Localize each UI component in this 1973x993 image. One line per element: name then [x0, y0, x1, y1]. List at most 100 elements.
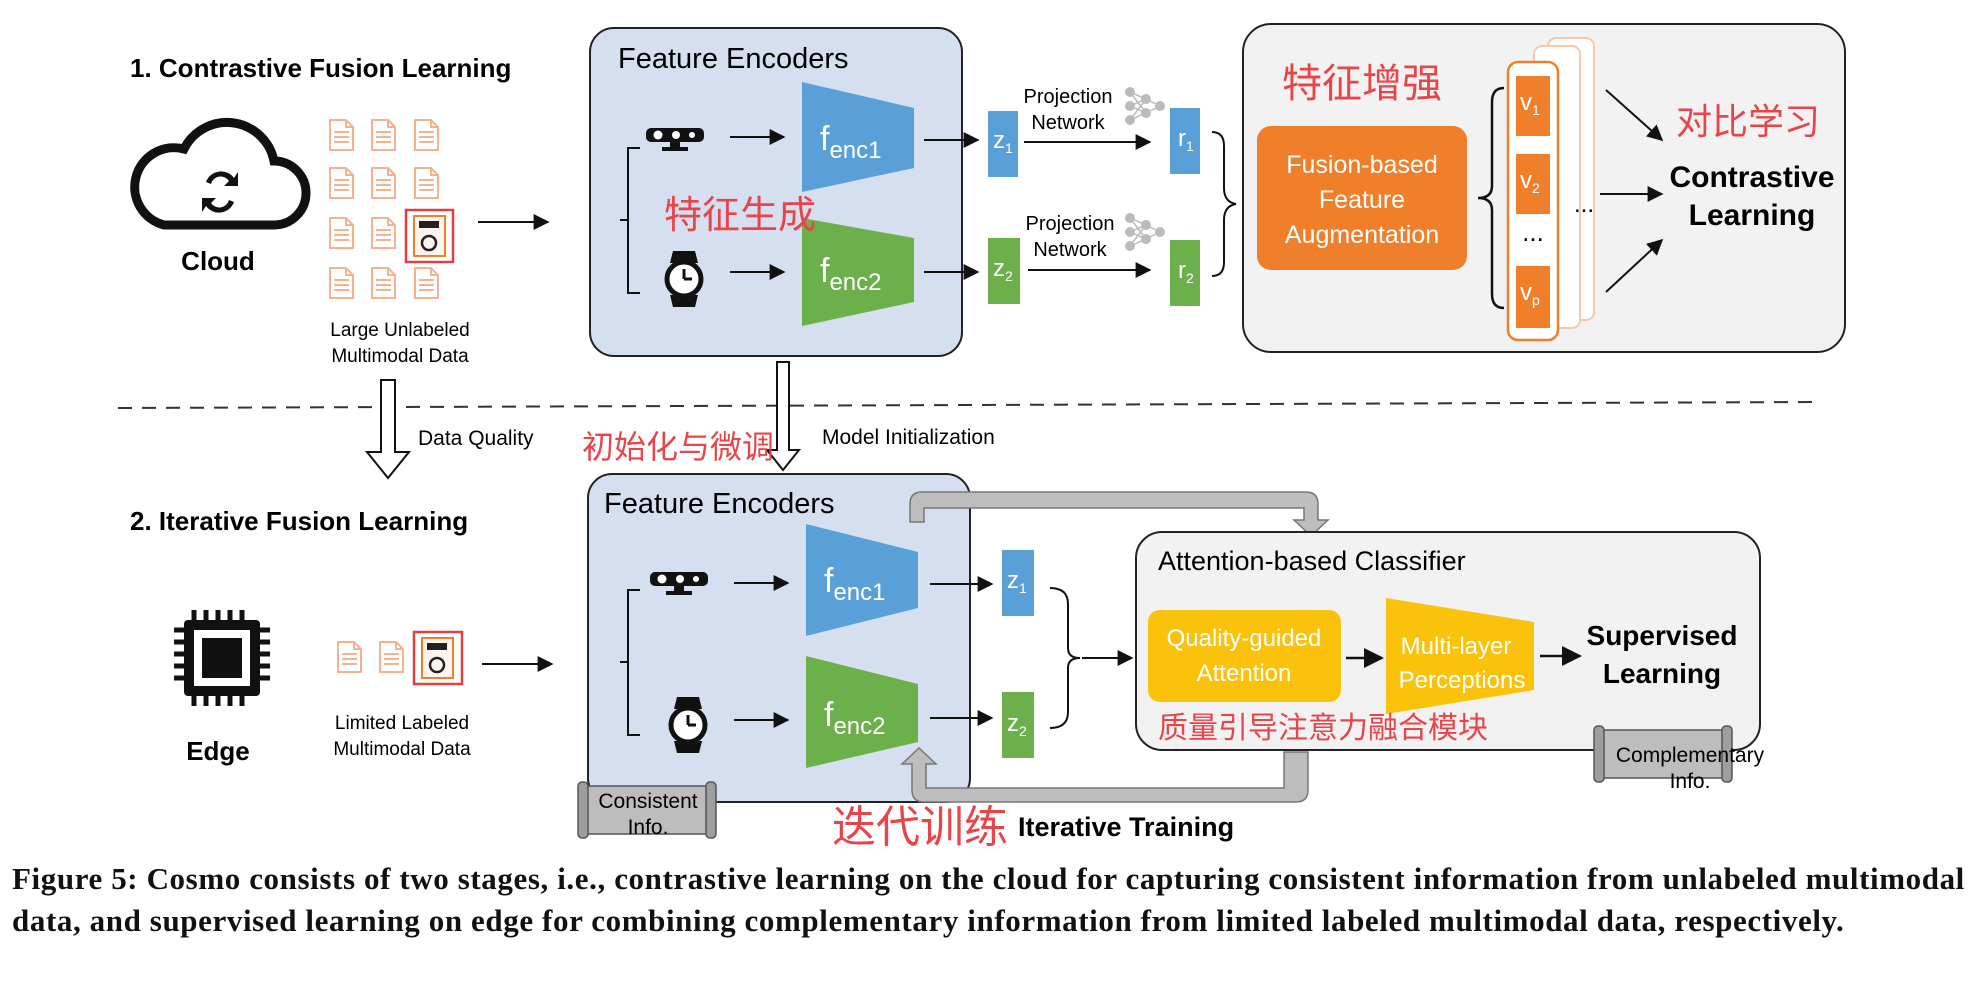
encoder-2-label: fenc2 — [820, 252, 882, 296]
r1-sub: 1 — [1186, 138, 1194, 154]
mlp-line2: Perceptions — [1399, 667, 1526, 694]
top-loop-arrow — [909, 491, 1330, 538]
zh-init: 初始化与微调 — [582, 428, 774, 466]
network-icon-1 — [1124, 86, 1166, 126]
consistent-info-line2: Info. — [628, 816, 669, 839]
unlabeled-data-icon — [329, 119, 455, 299]
encoder-4-sub: enc2 — [833, 713, 885, 740]
v1-label: v1 — [1520, 89, 1540, 118]
projection-2-line2: Network — [1033, 239, 1107, 261]
stage2-title: 2. Iterative Fusion Learning — [130, 506, 468, 536]
zh-quality-fusion: 质量引导注意力融合模块 — [1158, 711, 1488, 746]
encoder-1-shape — [802, 82, 914, 192]
z-brace-2 — [1049, 587, 1081, 729]
encoders-panel-1 — [589, 27, 963, 357]
vp-sub: p — [1532, 292, 1540, 308]
encoder-1-sub: enc1 — [829, 137, 881, 164]
r2-sub: 2 — [1186, 270, 1194, 286]
encoder-3-shape — [806, 524, 918, 636]
encoders-title-2: Feature Encoders — [604, 488, 835, 520]
unlabeled-data-label-1: Large Unlabeled — [330, 320, 469, 341]
z1-main-2: z — [1007, 567, 1019, 594]
z1-label-2: z1 — [1007, 567, 1027, 596]
mlp-line1: Multi-layer — [1401, 633, 1512, 660]
data-quality-arrow — [364, 379, 412, 480]
z2-label-2: z2 — [1007, 710, 1027, 739]
cosmo-diagram: 1. Contrastive Fusion Learning Cloud Lar… — [117, 23, 1846, 853]
classifier-title: Attention-based Classifier — [1158, 546, 1466, 576]
r2-box — [1170, 240, 1200, 306]
fusion-augmentation-line1: Fusion-based — [1286, 151, 1437, 179]
z2-main: z — [993, 255, 1005, 282]
z2-box-2 — [1002, 692, 1034, 758]
complementary-info-line2: Info. — [1670, 770, 1711, 793]
watch-icon — [667, 251, 701, 307]
vp-box — [1516, 266, 1550, 328]
edge-label: Edge — [186, 736, 250, 766]
figure-caption: Figure 5: Cosmo consists of two stages, … — [12, 861, 1965, 938]
v1-sub: 1 — [1532, 102, 1540, 118]
cloud-icon — [130, 117, 311, 230]
labeled-data-label-2: Multimodal Data — [333, 739, 471, 760]
stage1-title: 1. Contrastive Fusion Learning — [130, 53, 511, 83]
encoder-2-sub: enc2 — [829, 269, 881, 296]
labeled-data-label-1: Limited Labeled — [335, 713, 469, 734]
quality-attention-line1: Quality-guided — [1167, 625, 1322, 652]
encoder-3-main: f — [824, 562, 834, 600]
projection-1-line1: Projection — [1024, 86, 1113, 108]
z1-box — [988, 111, 1018, 177]
iterative-loop-arrow — [900, 746, 1309, 803]
quality-attention-box — [1148, 610, 1341, 702]
encoder-1-label: fenc1 — [820, 120, 882, 164]
unlabeled-data-label-2: Multimodal Data — [331, 346, 469, 367]
arrow-views-contrastive-1 — [1605, 89, 1664, 142]
encoder-4-label: fenc2 — [824, 696, 886, 740]
mlp-shape — [1386, 598, 1534, 714]
z2-main-2: z — [1007, 710, 1019, 737]
r-brace — [1211, 131, 1237, 277]
fusion-augmentation-box — [1257, 126, 1467, 270]
r1-box — [1170, 108, 1200, 174]
data-quality-label: Data Quality — [418, 427, 534, 450]
complementary-info-line1: Complementary — [1616, 744, 1765, 767]
z2-label: z2 — [993, 255, 1013, 284]
encoder-1-main: f — [820, 120, 830, 158]
zh-feature-generation: 特征生成 — [664, 193, 816, 237]
v2-main: v — [1520, 167, 1532, 194]
fusion-augmentation-line2: Feature — [1319, 186, 1405, 214]
labeled-data-icon — [337, 630, 464, 686]
supervised-learning-line1: Supervised — [1587, 620, 1738, 651]
fusion-augmentation-line3: Augmentation — [1285, 221, 1439, 249]
projection-2-line1: Projection — [1026, 213, 1115, 235]
encoder-3-sub: enc1 — [833, 579, 885, 606]
augmentation-brace — [1477, 86, 1505, 310]
watch-icon-2 — [671, 697, 705, 753]
zh-contrastive: 对比学习 — [1676, 102, 1820, 143]
z2-box — [988, 238, 1020, 304]
cloud-label: Cloud — [181, 246, 255, 276]
supervised-learning-line2: Learning — [1603, 658, 1721, 689]
z2-sub: 2 — [1005, 268, 1013, 284]
stage-divider — [117, 401, 1821, 409]
consistent-info-line1: Consistent — [598, 790, 697, 813]
encoders-bracket-2 — [620, 589, 640, 736]
network-icon-2 — [1124, 212, 1166, 252]
z1-box-2 — [1002, 550, 1034, 616]
zh-feature-enhancement: 特征增强 — [1282, 61, 1442, 107]
v2-box — [1516, 154, 1550, 214]
z1-main: z — [993, 127, 1005, 154]
vp-label: vp — [1520, 279, 1540, 308]
quality-attention-line2: Attention — [1197, 660, 1292, 687]
encoders-title-1: Feature Encoders — [618, 43, 849, 75]
encoder-2-main: f — [820, 252, 830, 290]
encoder-3-label: fenc1 — [824, 562, 886, 606]
z1-label: z1 — [993, 127, 1013, 156]
model-init-arrow — [764, 361, 802, 472]
v2-sub: 2 — [1532, 180, 1540, 196]
z1-sub: 1 — [1005, 140, 1013, 156]
iterative-training-label: Iterative Training — [1018, 812, 1234, 842]
r2-main: r — [1178, 257, 1186, 284]
zh-iterative: 迭代训练 — [832, 802, 1008, 853]
v2-label: v2 — [1520, 167, 1540, 196]
encoder-4-main: f — [824, 696, 834, 734]
